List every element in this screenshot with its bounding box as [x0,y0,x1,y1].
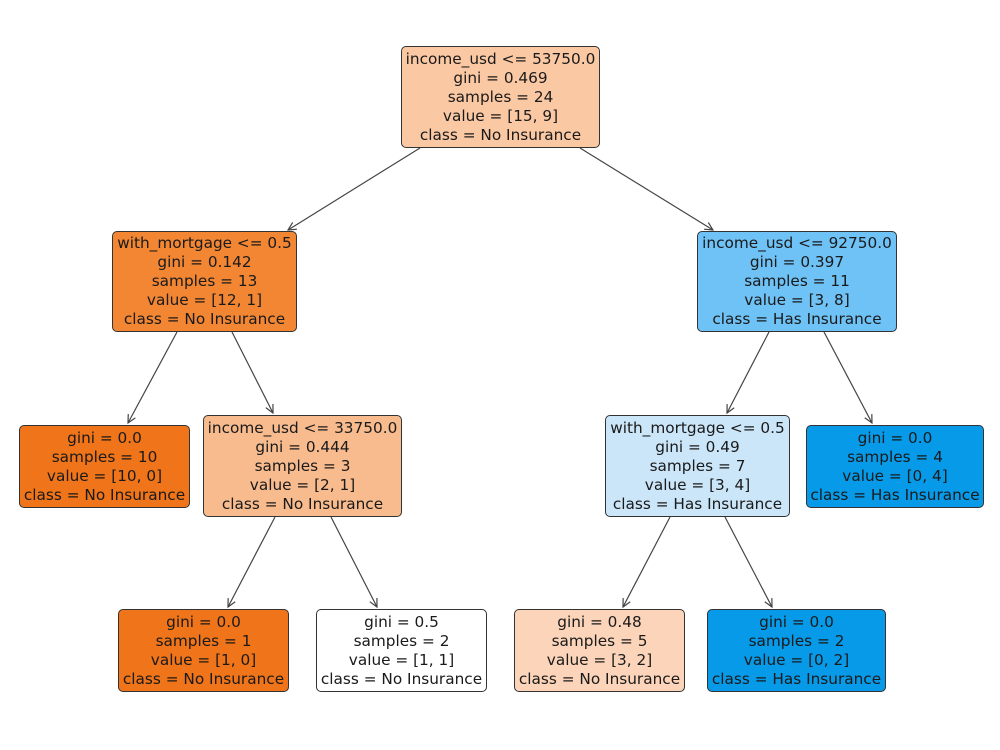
node-gini: gini = 0.0 [67,428,142,447]
tree-node-7: gini = 0.0 samples = 1 value = [1, 0] cl… [118,609,289,692]
node-samples: samples = 3 [254,456,351,475]
node-value: value = [2, 1] [249,475,356,494]
node-samples: samples = 4 [847,447,943,466]
node-class: class = Has Insurance [612,494,783,513]
node-class: class = No Insurance [23,485,186,504]
node-value: value = [0, 2] [743,650,850,669]
tree-node-root: income_usd <= 53750.0 gini = 0.469 sampl… [401,46,600,148]
node-gini: gini = 0.0 [857,428,933,447]
edge-node-2-to-node-5 [727,331,770,413]
tree-node-5: with_mortgage <= 0.5 gini = 0.49 samples… [605,415,790,517]
node-gini: gini = 0.0 [759,612,834,631]
edge-node-1-to-node-4 [231,331,273,413]
tree-node-8: gini = 0.5 samples = 2 value = [1, 1] cl… [316,609,487,692]
edge-node-5-to-node-9 [623,516,671,607]
node-class: class = No Insurance [320,669,483,688]
node-gini: gini = 0.397 [749,253,845,271]
tree-node-2: income_usd <= 92750.0 gini = 0.397 sampl… [697,231,897,332]
node-samples: samples = 7 [649,456,746,475]
edge-node-4-to-node-7 [228,516,276,607]
node-split-rule: with_mortgage <= 0.5 [610,418,785,437]
edge-node-4-to-node-8 [330,516,377,607]
node-value: value = [1, 1] [348,650,455,669]
node-samples: samples = 5 [551,631,648,650]
node-samples: samples = 10 [51,447,158,466]
node-class: class = Has Insurance [711,669,882,688]
edge-node-1-to-node-3 [128,331,178,423]
node-class: class = No Insurance [419,125,582,144]
tree-node-6: gini = 0.0 samples = 4 value = [0, 4] cl… [806,425,984,508]
node-gini: gini = 0.444 [255,437,350,456]
tree-node-4: income_usd <= 33750.0 gini = 0.444 sampl… [203,415,402,517]
node-value: value = [3, 8] [744,291,850,309]
edge-node-5-to-node-10 [724,516,772,607]
tree-node-10: gini = 0.0 samples = 2 value = [0, 2] cl… [707,609,886,692]
node-samples: samples = 13 [151,272,258,290]
node-class: class = Has Insurance [810,485,980,504]
node-class: class = No Insurance [122,669,285,688]
edge-node-2-to-node-6 [823,331,872,423]
node-class: class = No Insurance [123,310,286,328]
node-split-rule: income_usd <= 33750.0 [207,418,398,437]
node-gini: gini = 0.49 [655,437,740,456]
node-class: class = No Insurance [518,669,681,688]
node-gini: gini = 0.0 [166,612,241,631]
node-split-rule: income_usd <= 92750.0 [702,234,892,252]
node-value: value = [10, 0] [46,466,163,485]
node-value: value = [12, 1] [146,291,263,309]
node-value: value = [0, 4] [842,466,948,485]
node-value: value = [3, 2] [546,650,653,669]
edge-root-to-node-2 [579,147,713,230]
node-split-rule: with_mortgage <= 0.5 [117,234,292,252]
node-class: class = Has Insurance [712,310,882,328]
node-samples: samples = 24 [447,87,554,106]
node-samples: samples = 2 [353,631,450,650]
tree-node-1: with_mortgage <= 0.5 gini = 0.142 sample… [112,231,297,332]
node-value: value = [3, 4] [644,475,751,494]
node-value: value = [15, 9] [442,106,559,125]
tree-node-3: gini = 0.0 samples = 10 value = [10, 0] … [19,425,190,508]
node-samples: samples = 1 [155,631,252,650]
node-samples: samples = 11 [744,272,850,290]
edge-root-to-node-1 [288,147,421,230]
node-split-rule: income_usd <= 53750.0 [405,49,596,68]
node-samples: samples = 2 [748,631,845,650]
node-class: class = No Insurance [221,494,384,513]
node-gini: gini = 0.142 [157,253,252,271]
tree-node-9: gini = 0.48 samples = 5 value = [3, 2] c… [514,609,685,692]
node-gini: gini = 0.5 [364,612,439,631]
node-gini: gini = 0.469 [453,68,548,87]
node-value: value = [1, 0] [150,650,257,669]
node-gini: gini = 0.48 [557,612,642,631]
